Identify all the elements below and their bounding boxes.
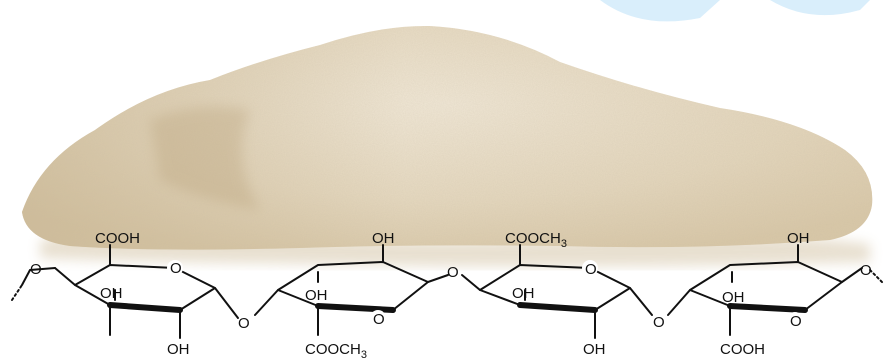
ring4-mid-group: OH — [722, 289, 745, 306]
end-oxygen-right: O — [860, 262, 872, 279]
ring4-top-group: OH — [787, 230, 810, 247]
ring-2 — [254, 244, 449, 336]
ring-oxygen-4: O — [790, 313, 802, 330]
blue-accent-shape — [600, 0, 720, 22]
blue-accent-shape — [770, 0, 870, 16]
ring2-mid-group: OH — [305, 287, 328, 304]
link-oxygen-1: O — [238, 315, 250, 332]
end-oxygen-left: O — [30, 261, 42, 278]
ring-oxygen-3: O — [585, 261, 597, 278]
ring1-mid-group: OH — [100, 285, 123, 302]
ring-oxygen-2: O — [373, 311, 385, 328]
ring-1 — [11, 244, 239, 339]
ring-4 — [667, 244, 885, 336]
pectin-molecule: O O O O O O O O O COOH OH OH OH OH COOCH… — [11, 230, 885, 361]
ring1-bottom-group: OH — [167, 341, 190, 358]
ring2-top-group: OH — [372, 230, 395, 247]
link-oxygen-2: O — [447, 264, 459, 281]
ring1-top-group: COOH — [95, 230, 140, 247]
powder-ridge-shadow — [150, 106, 260, 210]
ring3-top-group: COOCH3 — [505, 230, 567, 250]
powder-pile-grain — [22, 25, 873, 250]
ring3-mid-group: OH — [512, 285, 535, 302]
ring2-bottom-group: COOCH3 — [305, 341, 367, 361]
ring4-bottom-group: COOH — [720, 341, 765, 358]
ring3-bottom-group: OH — [583, 341, 606, 358]
link-oxygen-3: O — [653, 314, 665, 331]
ring-oxygen-1: O — [170, 260, 182, 277]
ring-3 — [461, 244, 653, 339]
